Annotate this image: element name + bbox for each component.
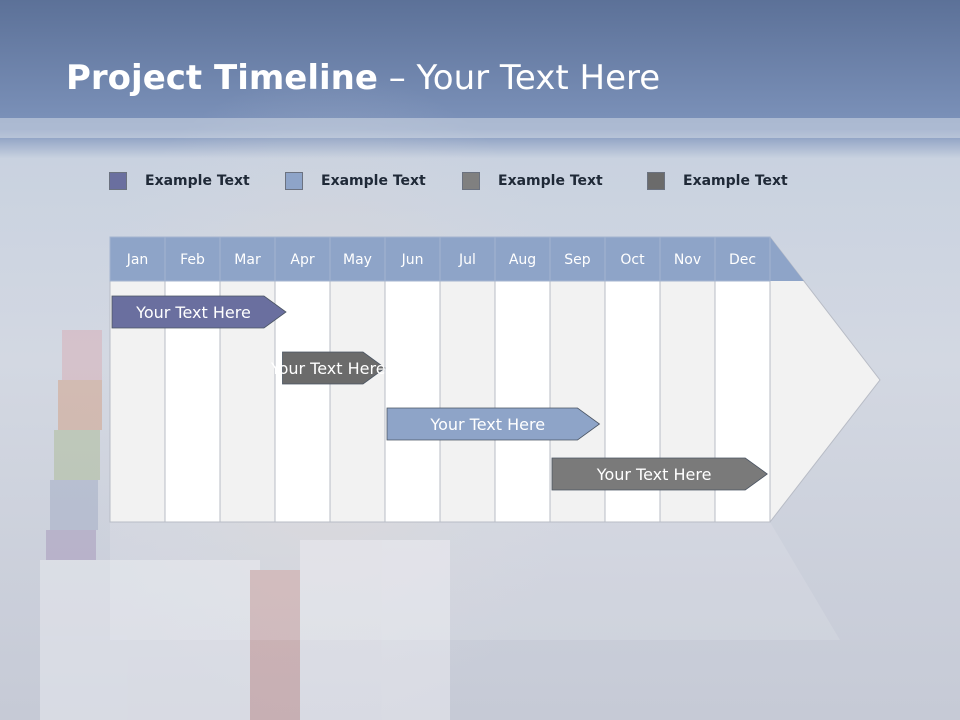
- task-label: Your Text Here: [429, 415, 545, 434]
- legend-label: Example Text: [321, 173, 426, 189]
- task-bar: [111, 295, 287, 329]
- month-column: [494, 280, 551, 523]
- page-title: Project Timeline – Your Text Here: [66, 58, 660, 98]
- legend-label: Example Text: [683, 173, 788, 189]
- task-label: Your Text Here: [135, 303, 251, 322]
- legend-item: Example Text: [285, 170, 426, 192]
- task-label: Your Text Here: [270, 359, 386, 378]
- month-label: Nov: [674, 252, 701, 268]
- title-rest: – Your Text Here: [377, 58, 661, 98]
- month-label: Aug: [509, 252, 536, 268]
- month-label: Mar: [234, 252, 261, 268]
- task-label: Your Text Here: [596, 465, 712, 484]
- legend-item: Example Text: [647, 170, 788, 192]
- month-label: Jun: [401, 252, 424, 268]
- legend-item: Example Text: [109, 170, 250, 192]
- legend-label: Example Text: [145, 173, 250, 189]
- month-label: May: [343, 252, 372, 268]
- month-column: [384, 280, 441, 523]
- month-column: [329, 280, 386, 523]
- month-label: Dec: [729, 252, 756, 268]
- task-bar: [551, 457, 768, 491]
- month-label: Apr: [290, 252, 314, 268]
- month-header-band: [110, 237, 804, 281]
- legend-swatch: [647, 172, 665, 190]
- legend-swatch: [109, 172, 127, 190]
- task-bar: [282, 351, 386, 385]
- legend-label: Example Text: [498, 173, 603, 189]
- legend-swatch: [462, 172, 480, 190]
- month-header-cell: [714, 236, 771, 282]
- month-label: Sep: [564, 252, 591, 268]
- task-bar: [386, 407, 601, 441]
- month-label: Feb: [180, 252, 205, 268]
- month-label: Oct: [620, 252, 645, 268]
- legend-swatch: [285, 172, 303, 190]
- legend-item: Example Text: [462, 170, 603, 192]
- timeline-reflection: [110, 522, 840, 640]
- month-label: Jan: [126, 252, 149, 268]
- month-column: [439, 280, 496, 523]
- title-bold: Project Timeline: [66, 58, 378, 98]
- month-column: [274, 280, 331, 523]
- month-label: Jul: [458, 252, 476, 268]
